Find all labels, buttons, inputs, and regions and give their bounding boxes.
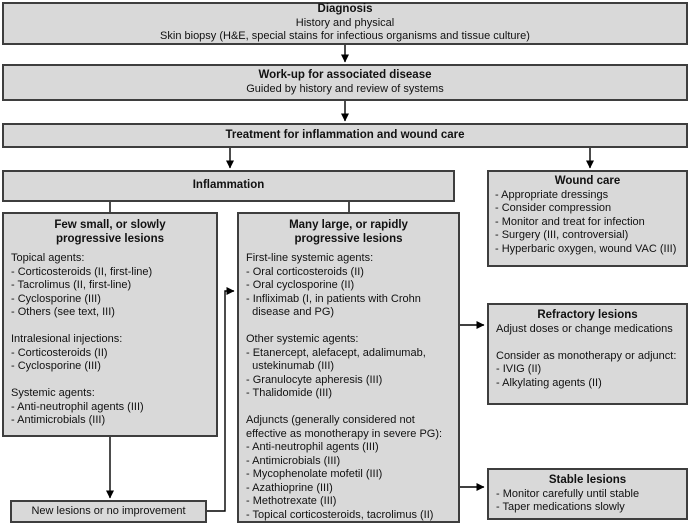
few-small-lesions-box: Few small, or slowly progressive lesions… (2, 212, 218, 437)
stable-lesions-box: Stable lesions - Monitor carefully until… (487, 468, 688, 520)
workup-body: Guided by history and review of systems (246, 82, 444, 95)
wound-care-body: - Appropriate dressings - Consider compr… (495, 188, 677, 255)
treatment-box: Treatment for inflammation and wound car… (2, 123, 688, 148)
many-large-lesions-body: First-line systemic agents: - Oral corti… (246, 252, 443, 521)
refractory-lesions-box: Refractory lesions Adjust doses or chang… (487, 303, 688, 405)
many-large-lesions-box: Many large, or rapidly progressive lesio… (237, 212, 460, 523)
stable-lesions-title: Stable lesions (548, 474, 627, 486)
inflammation-box: Inflammation (2, 170, 455, 202)
inflammation-title: Inflammation (192, 179, 265, 192)
diagnosis-box: Diagnosis History and physical Skin biop… (2, 2, 688, 45)
diagnosis-title: Diagnosis (317, 3, 373, 16)
refractory-lesions-body: Adjust doses or change medications Consi… (496, 322, 677, 389)
new-lesions-box: New lesions or no improvement (10, 500, 207, 523)
wound-care-box: Wound care - Appropriate dressings - Con… (487, 170, 688, 267)
few-small-lesions-body: Topical agents: - Corticosteroids (II, f… (11, 252, 153, 426)
wound-care-title: Wound care (554, 175, 621, 187)
workup-box: Work-up for associated disease Guided by… (2, 64, 688, 101)
many-large-lesions-title: Many large, or rapidly progressive lesio… (289, 219, 408, 245)
few-small-lesions-title: Few small, or slowly progressive lesions (54, 219, 166, 245)
new-lesions-label: New lesions or no improvement (31, 504, 186, 517)
treatment-title: Treatment for inflammation and wound car… (225, 128, 465, 141)
stable-lesions-body: - Monitor carefully until stable - Taper… (496, 487, 640, 514)
workup-title: Work-up for associated disease (258, 69, 432, 81)
diagnosis-body: History and physical Skin biopsy (H&E, s… (160, 16, 530, 43)
refractory-lesions-title: Refractory lesions (537, 309, 638, 321)
